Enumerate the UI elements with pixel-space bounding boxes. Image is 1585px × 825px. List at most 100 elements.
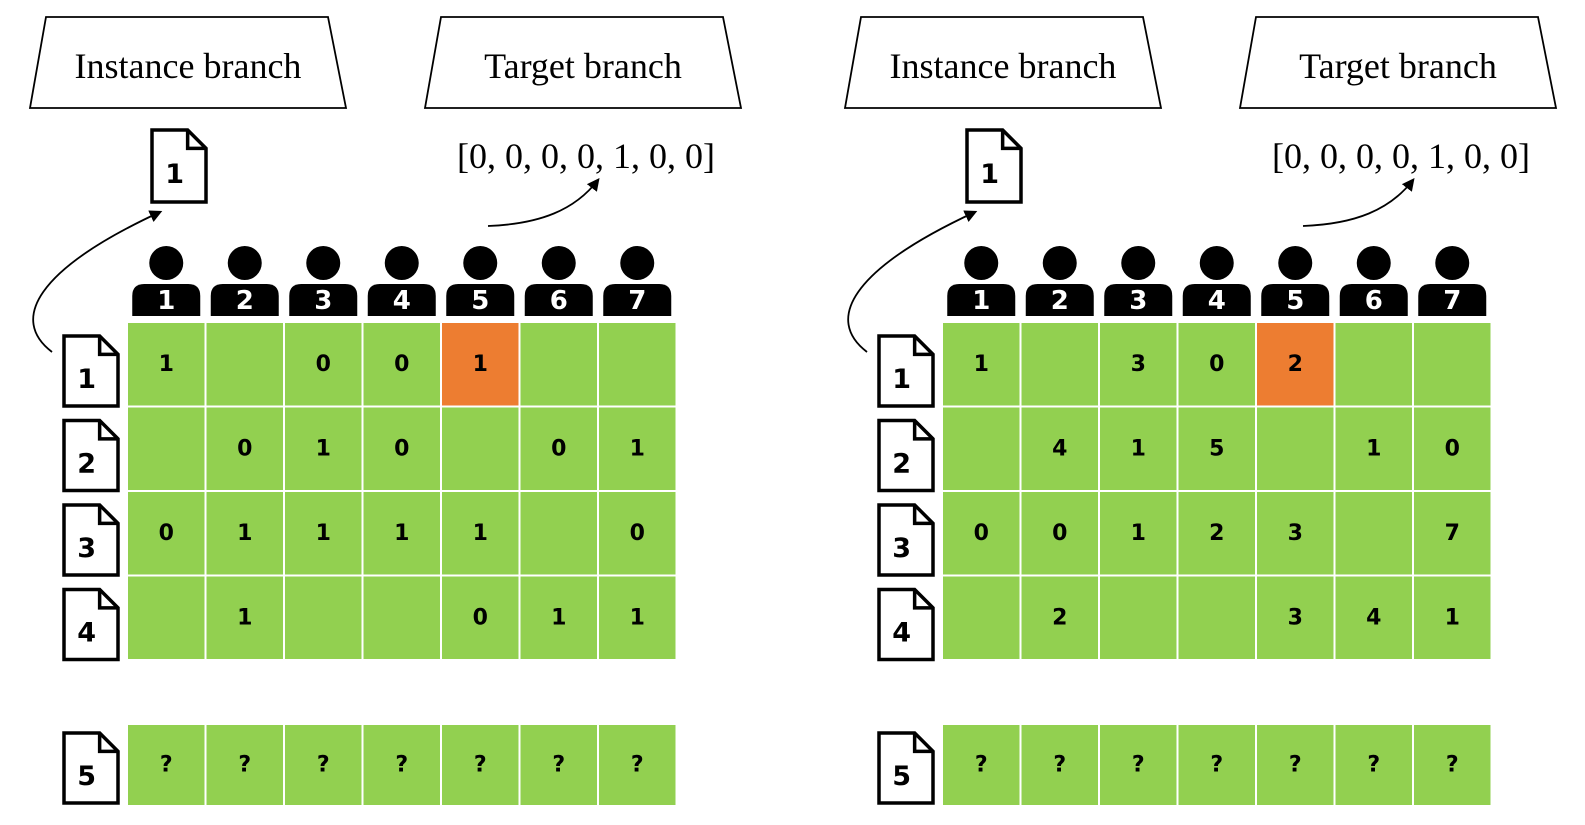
matrix-cell [597,405,678,492]
user-icon: 3 [289,246,358,316]
document-number: 2 [892,448,911,479]
matrix-cell [204,490,285,577]
user-body [947,284,1016,316]
matrix-cell [1176,574,1257,661]
user-icon: 7 [1418,246,1487,316]
document-fold [912,420,933,441]
matrix-cell [941,405,1022,492]
user-number: 4 [393,286,411,316]
query-cell [1176,723,1257,807]
cell-value: 7 [1445,521,1460,546]
matrix-cell [440,490,521,577]
cell-value: 0 [1445,436,1460,461]
instance-document: 1 [150,128,208,204]
matrix-cell [204,321,285,408]
query-cell [126,723,207,807]
query-cell [518,723,599,807]
user-head [384,246,419,280]
query-value: ? [552,753,565,778]
query-cell [1333,723,1414,807]
document-number: 4 [892,617,911,648]
document-number: 1 [892,364,911,395]
user-icon: 1 [132,246,201,316]
matrix-cell [1412,490,1493,577]
user-body [367,284,436,316]
matrix-cell [597,321,678,408]
user-number: 6 [1365,286,1383,316]
document-fold [97,733,118,754]
row-document: 1 [877,334,935,408]
user-body [132,284,201,316]
user-head [149,246,184,280]
cell-value: 0 [551,436,566,461]
matrix-cell [597,490,678,577]
instance-arrow [847,210,978,353]
matrix-cell [518,405,599,492]
row-document: 4 [62,587,120,662]
matrix-cell [361,574,442,661]
user-head [1042,246,1077,280]
instance-branch: Instance branch [28,16,348,109]
user-body [603,284,672,316]
user-body [1418,284,1487,316]
query-value: ? [395,753,408,778]
branch-label: Target branch [1299,46,1497,86]
user-number: 2 [1051,286,1069,316]
cell-value: 1 [473,352,488,377]
cell-value: 1 [630,436,645,461]
matrix-cell [1255,574,1336,661]
cell-value: 1 [1131,436,1146,461]
cell-value: 1 [316,521,331,546]
document-number: 3 [77,533,96,564]
document-number: 5 [892,761,911,792]
matrix-cell [1098,490,1179,577]
user-icon: 6 [1339,246,1408,316]
cell-value: 0 [237,436,252,461]
cell-value: 1 [473,521,488,546]
user-body [1025,284,1094,316]
user-number: 1 [157,286,175,316]
document-fold [97,336,118,357]
branch-box [28,16,348,109]
matrix-cell [1019,321,1100,408]
cell-value: 1 [1445,605,1460,630]
user-number: 3 [1129,286,1147,316]
query-value: ? [238,753,251,778]
cell-value: 0 [394,436,409,461]
matrix-cell [1098,574,1179,661]
user-body [289,284,358,316]
cell-value: 4 [1366,605,1381,630]
cell-value: 2 [1052,605,1067,630]
query-value: ? [474,753,487,778]
document-fold [912,336,933,357]
branch-label: Target branch [484,46,682,86]
query-value: ? [160,753,173,778]
document-fold [912,733,933,754]
query-document: 5 [62,731,120,805]
matrix-cell [1333,490,1414,577]
user-icon: 4 [367,246,436,316]
query-cell [204,723,285,807]
user-body [210,284,279,316]
matrix-cell [1019,574,1100,661]
document-fold [97,505,118,526]
user-icon: 5 [1261,246,1330,316]
query-value: ? [1289,753,1302,778]
user-body [1261,284,1330,316]
cell-value: 3 [1288,605,1303,630]
user-icon: 2 [210,246,279,316]
query-cell [1098,723,1179,807]
user-number: 3 [314,286,332,316]
query-value: ? [1210,753,1223,778]
cell-value: 1 [159,352,174,377]
document-number: 3 [892,533,911,564]
matrix-cell [126,490,207,577]
query-value: ? [975,753,988,778]
user-body [1104,284,1173,316]
user-body [524,284,593,316]
target-vector: [0, 0, 0, 0, 1, 0, 0] [1272,136,1530,176]
matrix-cell [1255,405,1336,492]
cell-value: 4 [1052,436,1067,461]
